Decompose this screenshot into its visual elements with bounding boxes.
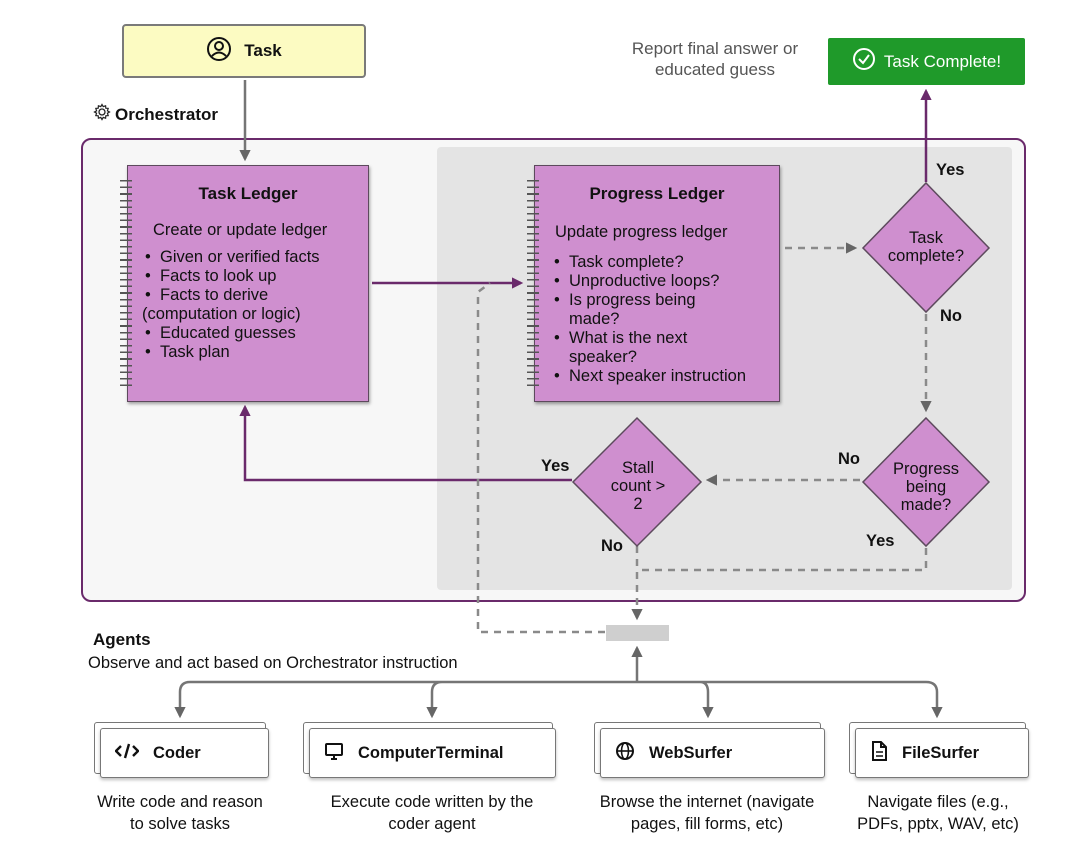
globe-icon [615,741,635,766]
arrow-progress-yes [637,548,928,572]
monitor-icon [324,741,344,766]
task-ledger-items: Given or verified facts Facts to look up… [142,248,320,362]
user-circle-icon [206,36,232,67]
code-icon [114,742,140,765]
task-complete-diamond [861,181,991,314]
task-ledger-title: Task Ledger [198,184,298,203]
list-item: Facts to look up [145,267,320,286]
agent-card-coder: Coder [100,728,269,778]
agent-card-filesurfer: FileSurfer [855,728,1029,778]
task-complete-box: Task Complete! [828,38,1025,85]
notebook-spiral [527,180,539,390]
arrow-hub-to-progress [476,282,605,634]
agents-title: Agents [93,630,151,649]
agent-hub [606,625,669,641]
agent-card-computerterminal: ComputerTerminal [309,728,556,778]
task-label: Task [244,41,282,60]
task-complete-question: Task complete? [887,229,965,265]
agents-subtitle: Observe and act based on Orchestrator in… [88,654,458,672]
notebook-spiral [120,180,132,390]
check-circle-icon [852,47,876,76]
agent-bus [178,680,939,714]
list-item: Educated guesses [145,324,320,343]
list-item: What is the next [554,329,746,348]
agent-desc-filesurfer: Navigate files (e.g., PDFs, pptx, WAV, e… [857,793,1019,833]
agent-desc-coder: Write code and reason to solve tasks [97,793,263,833]
task-ledger: Task Ledger Create or update ledger Give… [120,165,369,402]
label-yes-complete: Yes [936,161,965,179]
progress-ledger-title: Progress Ledger [589,184,725,203]
list-item: Unproductive loops? [554,272,746,291]
stall-question: Stall count > 2 [610,459,666,513]
list-item: Facts to derive [145,286,320,305]
task-box: Task [122,24,366,78]
agent-card-websurfer: WebSurfer [600,728,825,778]
task-complete-label: Task Complete! [883,51,1002,71]
list-item: Given or verified facts [145,248,320,267]
task-ledger-subtitle: Create or update ledger [153,221,328,239]
list-item: Task complete? [554,253,746,272]
progress-ledger: Progress Ledger Update progress ledger T… [527,165,780,402]
gear-icon [93,103,111,126]
agent-desc-computerterminal: Execute code written by the coder agent [330,793,534,833]
list-item: speaker? [569,348,637,366]
list-item: (computation or logic) [142,305,301,323]
progress-diamond [861,416,991,548]
file-icon [870,740,888,766]
list-item: made? [569,310,620,328]
agent-desc-websurfer: Browse the internet (navigate pages, fil… [599,793,815,833]
list-item: Next speaker instruction [554,367,746,386]
stall-diamond [571,416,703,548]
label-no-progress: No [838,450,860,468]
progress-question: Progress being made? [892,460,960,514]
list-item: Is progress being [554,291,746,310]
arrow-stall-yes [239,404,572,482]
progress-ledger-subtitle: Update progress ledger [555,223,728,241]
label-no-complete: No [940,307,962,325]
label-yes-stall: Yes [541,457,570,475]
report-note: Report final answer or educated guess [631,39,799,79]
label-yes-progress: Yes [866,532,895,550]
orchestrator-label: Orchestrator [93,103,218,126]
list-item: Task plan [145,343,320,362]
progress-ledger-items: Task complete? Unproductive loops? Is pr… [551,253,746,386]
label-no-stall: No [601,537,623,555]
